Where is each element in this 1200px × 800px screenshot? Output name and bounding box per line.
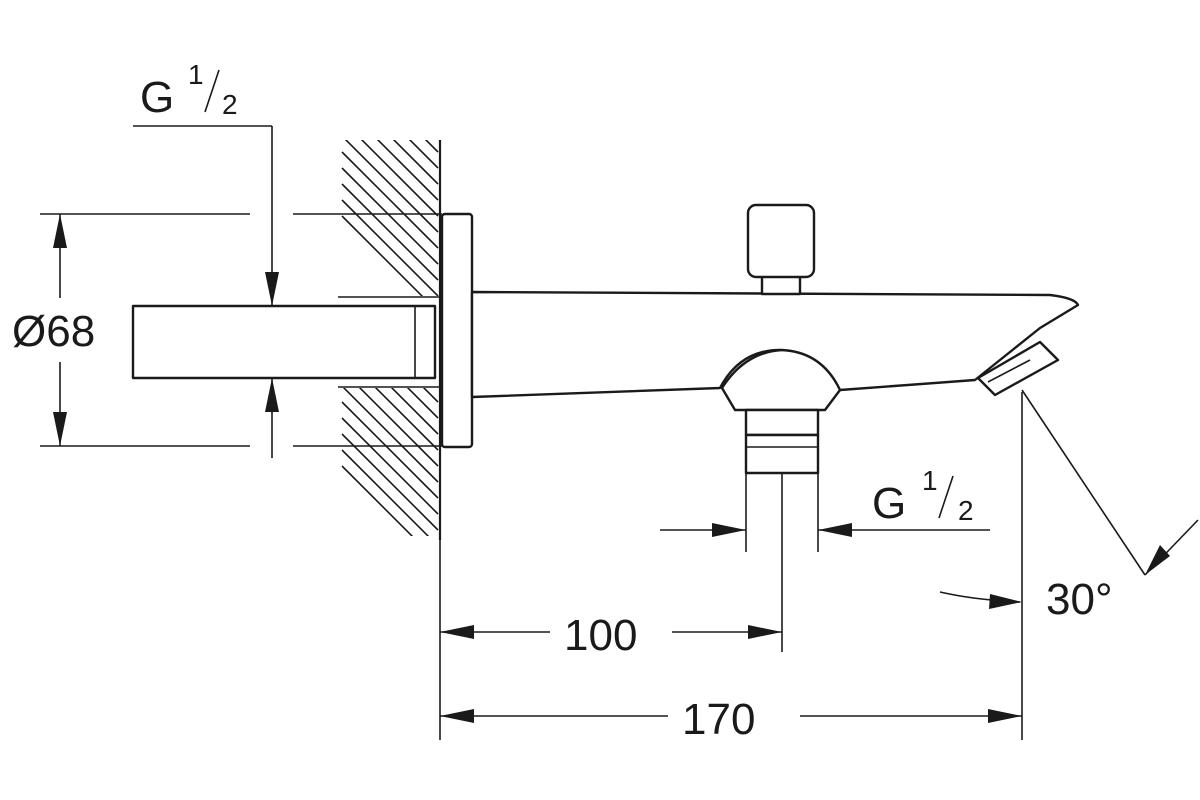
- hatch-line: [406, 388, 439, 419]
- hatch-line: [408, 140, 439, 169]
- thread-top-label: G: [140, 73, 174, 122]
- hatch-line: [341, 215, 424, 296]
- hatch-line: [342, 388, 439, 483]
- hatch-line: [341, 401, 439, 499]
- hatch-line: [341, 199, 439, 296]
- hatch-line: [341, 167, 439, 265]
- dim-arrow: [818, 523, 852, 537]
- dim-arrow: [988, 709, 1022, 723]
- dim-arrow: [53, 214, 67, 248]
- aerator-outlet: [976, 340, 1060, 397]
- hatch-line: [374, 388, 439, 451]
- hatch-line: [341, 465, 414, 536]
- diameter-label: Ø68: [12, 307, 95, 356]
- dim-arrow: [989, 594, 1022, 609]
- thread-bottom-sup: 1: [922, 465, 938, 496]
- dimension-170-label: 170: [682, 695, 755, 744]
- thread-top-sup: 1: [188, 59, 204, 90]
- shower-outlet-connector: [720, 348, 842, 475]
- dim-arrow: [53, 412, 67, 446]
- hatch-line: [358, 388, 439, 467]
- dim-arrow: [440, 709, 474, 723]
- dimension-100: 100: [439, 473, 783, 740]
- hatch-line: [342, 40, 438, 136]
- dim-arrow: [440, 625, 474, 639]
- hatch-line: [360, 140, 439, 217]
- diverter-knob: [746, 203, 816, 296]
- dim-arrow: [265, 378, 279, 412]
- wall-rosette: [440, 212, 474, 449]
- hatch-line: [341, 433, 439, 531]
- dimension-170: 170: [440, 392, 1023, 744]
- hatch-line: [341, 183, 439, 281]
- angle-label: 30°: [1046, 575, 1113, 624]
- hatch-line: [392, 140, 439, 185]
- dim-arrow: [265, 272, 279, 306]
- hatch-line: [344, 140, 439, 233]
- spout-body: [470, 290, 1080, 399]
- hatch-line: [390, 388, 439, 435]
- hatch-line: [341, 417, 439, 515]
- hatch-line: [341, 151, 439, 249]
- thread-bottom-dimension: G 1 2: [660, 465, 990, 552]
- hatch-line: [341, 449, 430, 536]
- wall-hatching: [341, 40, 442, 540]
- dimension-100-label: 100: [564, 611, 637, 660]
- diameter-dimension: Ø68: [12, 213, 442, 447]
- inlet-pipe: [131, 296, 440, 388]
- hatch-line: [376, 140, 439, 201]
- thread-bottom-label: G: [872, 479, 906, 528]
- dim-arrow: [712, 523, 746, 537]
- angle-dimension: 30°: [939, 389, 1199, 624]
- dim-arrow: [1145, 545, 1170, 575]
- hatch-line: [424, 140, 439, 153]
- thread-bottom-sub: 2: [958, 495, 974, 526]
- thread-top-dimension: G 1 2: [133, 59, 279, 458]
- dim-arrow: [748, 625, 782, 639]
- thread-top-sub: 2: [222, 89, 238, 120]
